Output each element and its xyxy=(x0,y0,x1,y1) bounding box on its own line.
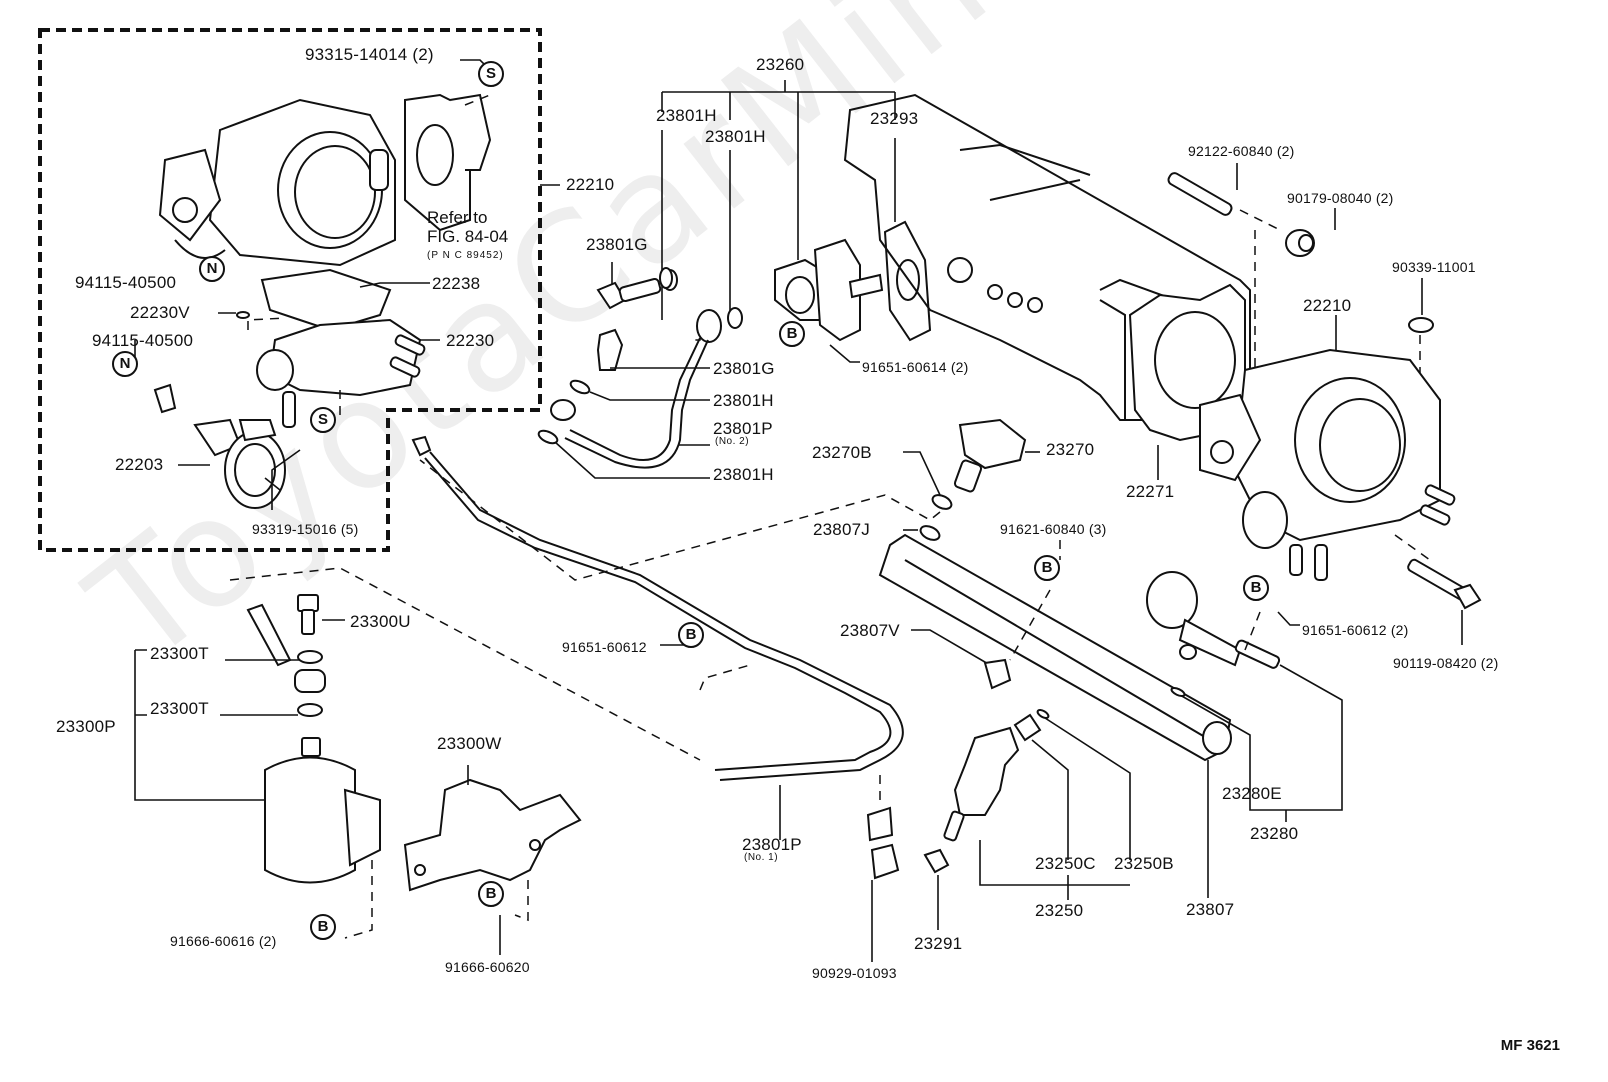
part-label-23807j: 23807J xyxy=(813,520,870,539)
fuel-filter-drawing xyxy=(246,594,381,884)
part-label-23300w: 23300W xyxy=(437,734,502,753)
symbol-s-marker-icon: S xyxy=(310,407,336,433)
pulsation-damper-drawing xyxy=(953,418,1027,493)
symbol-b-marker-icon: B xyxy=(1034,555,1060,581)
subassembly-boundary xyxy=(38,28,542,552)
part-sublabel-23801p-2-sub: (No. 2) xyxy=(715,436,750,447)
symbol-b-marker-icon: B xyxy=(779,321,805,347)
part-label-23801h-b: 23801H xyxy=(705,127,766,146)
injector-drawing xyxy=(943,726,1020,842)
fuel-union-drawing xyxy=(774,238,884,342)
throttle-body-right-drawing xyxy=(1199,348,1456,581)
refer-note-line1: Refer to xyxy=(427,208,488,227)
bolt-90119-drawing xyxy=(1407,558,1482,610)
part-label-23807v: 23807V xyxy=(840,621,900,640)
part-label-23300p: 23300P xyxy=(56,717,116,736)
plug-90339-drawing xyxy=(1408,317,1434,333)
part-label-93319-15016: 93319-15016 (5) xyxy=(252,521,359,537)
refer-note-pnc: (P N C 89452) xyxy=(427,250,504,261)
part-label-23250: 23250 xyxy=(1035,901,1084,920)
part-label-94115-40500-a: 94115-40500 xyxy=(75,273,177,292)
o-ring-23807j-drawing xyxy=(919,525,941,541)
part-label-23280e: 23280E xyxy=(1222,784,1282,803)
gasket-23801h-b-drawing xyxy=(727,307,743,329)
part-label-91621-60840: 91621-60840 (3) xyxy=(1000,521,1107,537)
part-label-23801h-d: 23801H xyxy=(713,465,774,484)
part-label-23300t-b: 23300T xyxy=(150,699,209,718)
part-label-22210-left: 22210 xyxy=(566,175,615,194)
part-label-90339-11001: 90339-11001 xyxy=(1392,259,1476,275)
part-label-23260: 23260 xyxy=(756,55,805,74)
throttle-body-left-drawing xyxy=(158,98,396,267)
part-label-94115-40500-b: 94115-40500 xyxy=(92,331,194,350)
part-label-23801h-a: 23801H xyxy=(656,106,717,125)
gasket-23801h-a-drawing xyxy=(659,267,673,289)
part-label-22271: 22271 xyxy=(1126,482,1175,501)
part-label-23293: 23293 xyxy=(870,109,919,128)
part-label-23807: 23807 xyxy=(1186,900,1235,919)
symbol-n-marker-icon: N xyxy=(112,351,138,377)
part-label-90119-08420: 90119-08420 (2) xyxy=(1393,655,1499,671)
symbol-s-marker-icon: S xyxy=(478,61,504,87)
leader-23260 xyxy=(661,80,896,260)
part-label-91666-60620: 91666-60620 xyxy=(445,959,530,975)
part-label-93315-14014: 93315-14014 (2) xyxy=(305,45,434,64)
refer-note-line2: FIG. 84-04 xyxy=(427,227,509,246)
o-ring-23280e-drawing xyxy=(1170,686,1186,698)
part-label-23300u: 23300U xyxy=(350,612,411,631)
grommet-23250b-drawing xyxy=(1036,709,1050,719)
part-label-23801h-c: 23801H xyxy=(713,391,774,410)
clamp-90929-drawing xyxy=(866,806,900,880)
part-label-22230: 22230 xyxy=(446,331,495,350)
part-label-23270b: 23270B xyxy=(812,443,872,462)
gasket-23293-drawing xyxy=(883,220,932,342)
part-label-91651-60612-b: 91651-60612 (2) xyxy=(1302,622,1409,638)
vacuum-actuator-drawing xyxy=(153,383,286,509)
figure-id: MF 3621 xyxy=(1500,1037,1560,1054)
part-label-23250c: 23250C xyxy=(1035,854,1096,873)
o-ring-23250c-drawing xyxy=(1013,713,1042,742)
part-label-91666-60616: 91666-60616 (2) xyxy=(170,933,277,949)
part-label-23801g-b: 23801G xyxy=(713,359,775,378)
part-label-23270: 23270 xyxy=(1046,440,1095,459)
symbol-b-marker-icon: B xyxy=(678,622,704,648)
part-label-90179-08040: 90179-08040 (2) xyxy=(1287,190,1394,206)
idle-air-control-drawing xyxy=(256,318,426,428)
filter-bracket-drawing xyxy=(403,778,582,892)
air-connector-drawing xyxy=(404,93,492,232)
part-label-22203: 22203 xyxy=(115,455,164,474)
symbol-n-marker-icon: N xyxy=(199,256,225,282)
fuel-hose-no1-drawing xyxy=(411,435,904,781)
part-label-90929-01093: 90929-01093 xyxy=(812,965,897,981)
part-sublabel-23801p-1-sub: (No. 1) xyxy=(744,852,779,863)
part-label-22238: 22238 xyxy=(432,274,481,293)
pressure-regulator-drawing xyxy=(1146,571,1281,669)
part-label-23300t-a: 23300T xyxy=(150,644,209,663)
intake-manifold-drawing xyxy=(843,93,1251,421)
symbol-b-marker-icon: B xyxy=(1243,575,1269,601)
part-label-92122-60840: 92122-60840 (2) xyxy=(1188,143,1295,159)
fuel-delivery-pipe-drawing xyxy=(878,533,1232,762)
part-label-91651-60612-a: 91651-60612 xyxy=(562,639,647,655)
union-bolt-23801g-b-drawing xyxy=(596,328,624,371)
part-label-23801g-a: 23801G xyxy=(586,235,648,254)
nut-90179-drawing xyxy=(1285,229,1315,257)
insulator-23291-drawing xyxy=(923,848,950,874)
pressure-pipe-no2-drawing xyxy=(550,309,722,469)
stud-92122-drawing xyxy=(1167,172,1233,216)
symbol-b-marker-icon: B xyxy=(478,881,504,907)
refer-note: Refer to FIG. 84-04 (P N C 89452) xyxy=(427,208,508,265)
part-label-22230v: 22230V xyxy=(130,303,190,322)
part-label-23801p-2: 23801P xyxy=(713,419,773,438)
part-label-23280: 23280 xyxy=(1250,824,1299,843)
gasket-23270b-drawing xyxy=(931,494,953,510)
part-label-23801p-1: 23801P xyxy=(742,835,802,854)
part-label-23250b: 23250B xyxy=(1114,854,1174,873)
symbol-b-marker-icon: B xyxy=(310,914,336,940)
part-label-23291: 23291 xyxy=(914,934,963,953)
insulator-23807v-drawing xyxy=(983,658,1012,690)
part-label-91651-60614: 91651-60614 (2) xyxy=(862,359,969,375)
part-label-22210-right: 22210 xyxy=(1303,296,1352,315)
